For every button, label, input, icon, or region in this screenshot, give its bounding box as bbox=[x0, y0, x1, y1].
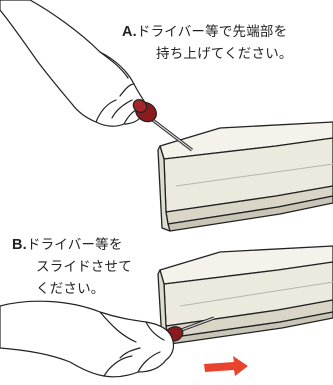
step-a-caption: A.ドライバー等で先端部を 持ち上げてください。 bbox=[122, 21, 329, 65]
step-a-line2: 持ち上げてください。 bbox=[156, 46, 293, 62]
hand-b bbox=[0, 300, 175, 378]
hand-a bbox=[0, 0, 149, 127]
step-b-caption: B.ドライバー等を スライドさせて ください。 bbox=[12, 234, 132, 300]
illustration-b bbox=[0, 245, 333, 378]
step-b-marker: B. bbox=[12, 237, 27, 253]
illustration-a bbox=[0, 0, 333, 232]
right-arrow-icon bbox=[204, 356, 248, 376]
step-b-line3: ください。 bbox=[36, 281, 105, 297]
step-b-line1: ドライバー等を bbox=[26, 237, 123, 253]
step-a-line1: ドライバー等で先端部を bbox=[136, 24, 288, 40]
cable-channel-a bbox=[157, 121, 333, 232]
cable-channel-b bbox=[157, 245, 333, 345]
step-b-line2: スライドさせて bbox=[36, 259, 132, 275]
screwdriver-a bbox=[132, 99, 193, 152]
step-a-marker: A. bbox=[122, 24, 137, 40]
